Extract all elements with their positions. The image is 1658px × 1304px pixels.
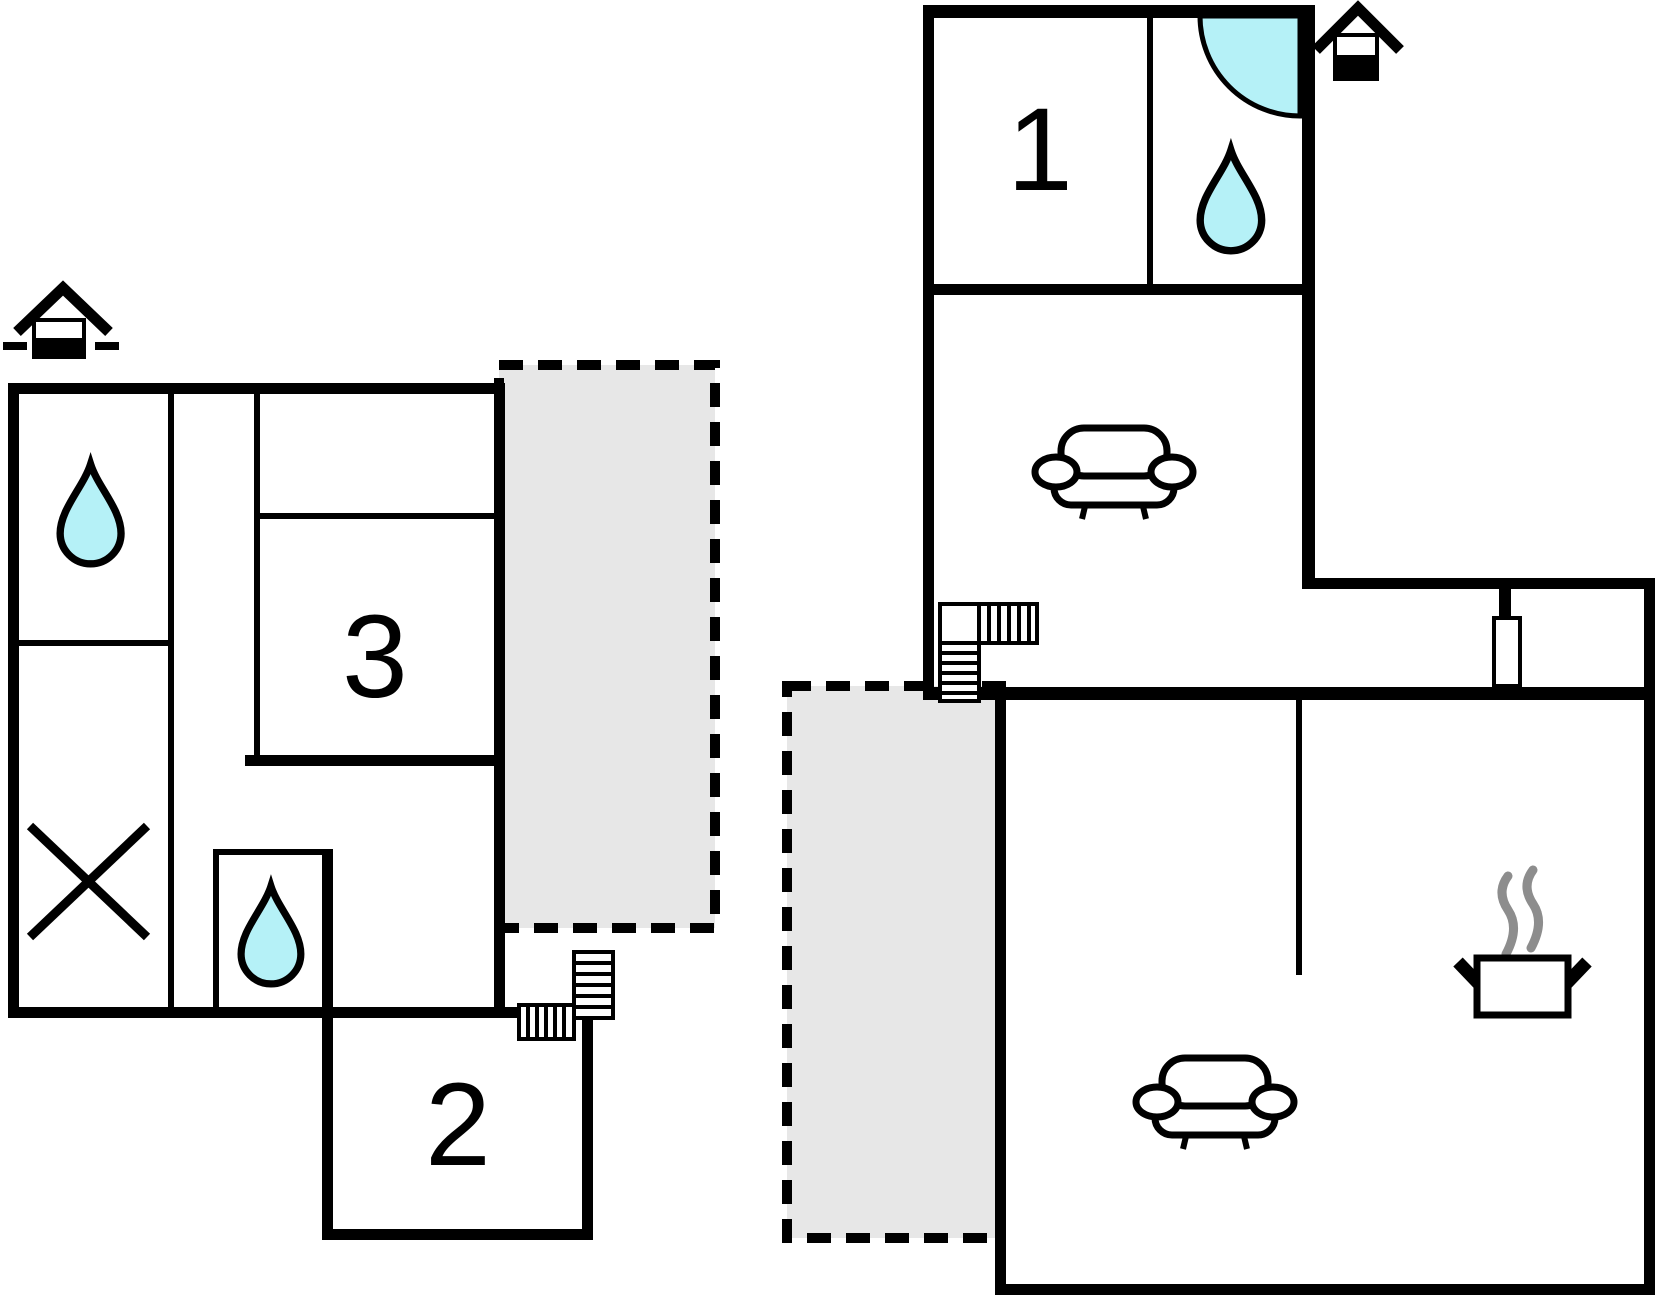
wall [1302,5,1315,589]
window-marker [1492,616,1522,688]
terrace-area [494,360,720,933]
water-drop-icon [60,464,121,564]
room-label: 1 [1007,84,1073,216]
ground-dash [3,342,27,350]
wall [995,687,1006,1295]
sofa-icon [1136,1058,1294,1149]
wall-stub [1499,589,1511,618]
steam-icon [1522,865,1543,953]
partition-wall [260,513,494,519]
wall [923,687,1655,700]
house-upper-storey [32,318,86,342]
wall [8,383,19,1018]
partition-wall [168,394,174,1007]
wall [245,755,505,766]
left-plan-walls [8,383,593,1240]
left-floor-plan: 3 2 [3,280,720,1240]
wall [8,1007,519,1018]
wall [322,1229,593,1240]
partition-wall [213,855,219,1007]
partition-wall [213,849,333,855]
right-plan-walls [923,5,1655,1295]
shower-icon [1197,13,1303,119]
ground-dash [95,342,119,350]
house-lower-storey-filled [32,340,86,359]
wall [494,383,505,1018]
stairs-icon [517,950,615,1041]
wall [582,1007,593,1240]
wall [995,1284,1655,1295]
steam-icon [1497,871,1518,959]
terrace-area [782,681,1006,1243]
room-label: 3 [342,591,408,723]
cross-marker-icon [26,822,151,941]
partition-wall [254,394,260,761]
water-drop-icon [241,886,301,984]
wall [1644,578,1655,1295]
house-lower-storey-filled [1333,57,1379,81]
partition-wall [19,640,168,646]
partition-wall [1147,18,1153,290]
wall [923,5,934,700]
house-roof [1312,0,1404,54]
stairs-icon [938,602,1039,703]
wall [1302,578,1655,589]
wall [8,383,505,394]
floor-indicator-house-icon [3,280,119,359]
floor-indicator-house-icon [1312,0,1404,81]
house-roof [13,280,113,336]
room-label: 2 [425,1059,491,1191]
pot-body [1473,954,1572,1019]
wall [934,284,1302,295]
partition-wall [1296,700,1302,975]
sofa-icon [1035,428,1193,519]
wall [322,849,333,1240]
stove-pot-icon [1453,865,1592,1019]
right-floor-plan: 1 [782,0,1655,1295]
water-drop-icon [1200,150,1261,251]
house-upper-storey [1333,33,1379,59]
